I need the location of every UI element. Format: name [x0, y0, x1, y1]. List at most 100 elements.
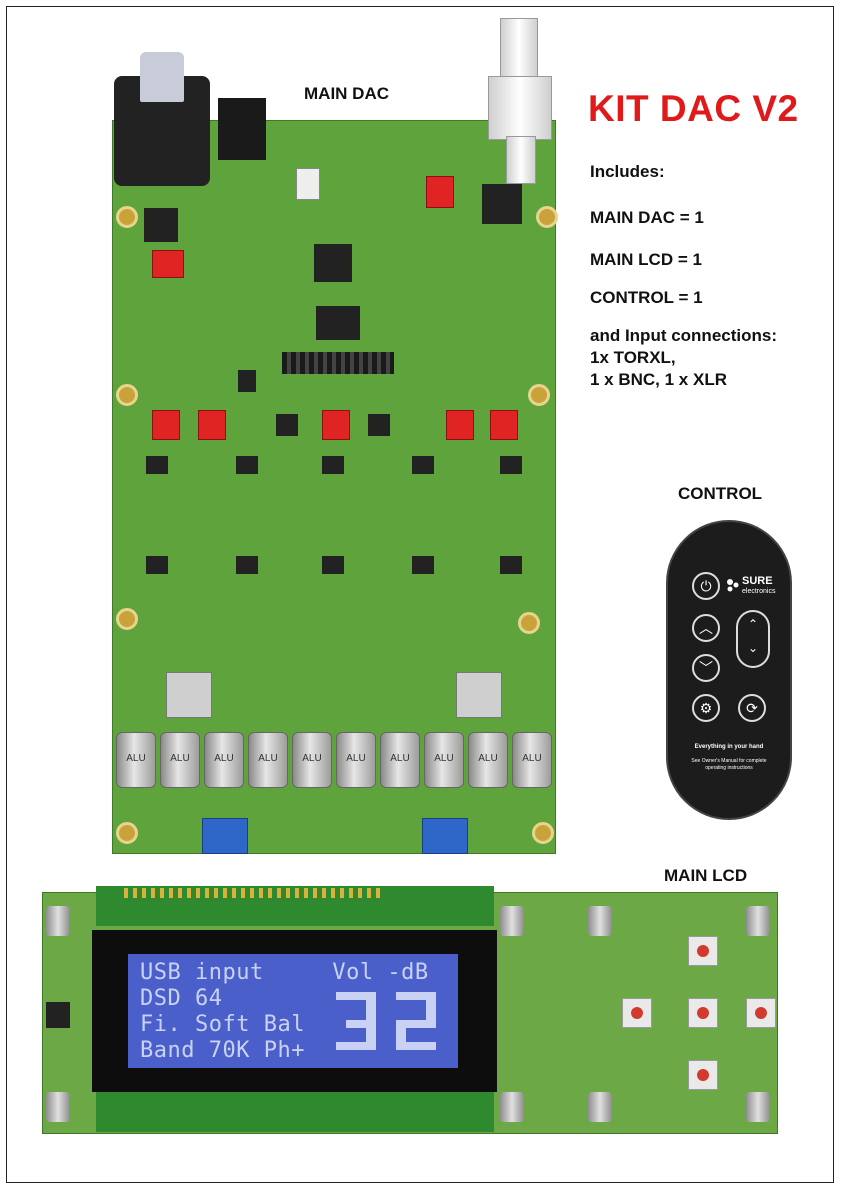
capacitor: ALU — [204, 732, 244, 788]
remote-brand-sub: electronics — [742, 588, 776, 595]
include-item: CONTROL = 1 — [590, 288, 703, 307]
dac-pcb — [112, 120, 556, 854]
dsp-ic — [316, 306, 360, 340]
mount-hole — [116, 822, 138, 844]
include-item: MAIN LCD = 1 — [590, 250, 702, 269]
lcd-line: USB input Vol -dB — [140, 960, 429, 985]
remote-control: ⏻ SURE electronics ︿ ⌃ ⌄ ﹀ ⚙ ⟳ Everythin… — [666, 520, 792, 820]
mount-hole — [528, 384, 550, 406]
standoff — [500, 906, 524, 936]
xlr-latch — [140, 52, 184, 102]
capacitor: ALU — [512, 732, 552, 788]
mount-hole — [518, 612, 540, 634]
standoff — [500, 1092, 524, 1122]
regulator — [412, 556, 434, 574]
mount-hole — [532, 822, 554, 844]
standoff — [588, 906, 612, 936]
lcd-pin-row — [124, 888, 384, 898]
bnc-jack — [500, 18, 538, 80]
standoff — [746, 906, 770, 936]
lcd-big-digit — [396, 992, 444, 1056]
power-regulator — [456, 672, 502, 718]
torx-connector — [218, 98, 266, 160]
mount-hole — [116, 206, 138, 228]
remote-note: See Owner's Manual for complete operatin… — [691, 758, 767, 771]
capacitor: ALU — [248, 732, 288, 788]
push-button-down[interactable] — [688, 1060, 718, 1090]
includes-heading: Includes: — [590, 162, 665, 181]
oscillator — [296, 168, 320, 200]
power-icon: ⏻ — [692, 572, 720, 600]
main-lcd-label: MAIN LCD — [664, 866, 748, 885]
capacitor: ALU — [380, 732, 420, 788]
remote-brand: SURE — [742, 575, 773, 587]
regulator — [322, 556, 344, 574]
capacitor: ALU — [160, 732, 200, 788]
control-label: CONTROL — [678, 484, 763, 503]
red-component — [198, 410, 226, 440]
chevron-down-icon: ﹀ — [692, 654, 720, 682]
regulator — [322, 456, 344, 474]
standoff — [588, 1092, 612, 1122]
regulator — [276, 414, 298, 436]
capacitor: ALU — [336, 732, 376, 788]
regulator — [146, 556, 168, 574]
receiver-ic — [144, 208, 178, 242]
red-component — [490, 410, 518, 440]
connection-item: 1 x BNC, 1 x XLR — [590, 370, 727, 389]
ic — [238, 370, 256, 392]
push-button-up[interactable] — [688, 936, 718, 966]
brand-logo-icon — [726, 578, 740, 592]
standoff — [746, 1092, 770, 1122]
capacitor: ALU — [116, 732, 156, 788]
bnc-body — [488, 76, 552, 140]
terminal-block — [422, 818, 468, 854]
standoff — [46, 1092, 70, 1122]
kit-title: KIT DAC V2 — [588, 88, 799, 129]
regulator — [368, 414, 390, 436]
terminal-block — [202, 818, 248, 854]
mount-hole — [536, 206, 558, 228]
red-component — [426, 176, 454, 208]
chevron-up-icon: ︿ — [692, 614, 720, 642]
regulator — [236, 456, 258, 474]
push-button-right[interactable] — [746, 998, 776, 1028]
lcd-line: DSD 64 — [140, 986, 223, 1011]
standoff — [46, 906, 70, 936]
page-border — [6, 6, 834, 1183]
receiver-ic — [482, 184, 522, 224]
volume-rocker-icon: ⌃ ⌄ — [736, 610, 770, 668]
red-component — [446, 410, 474, 440]
regulator — [412, 456, 434, 474]
lcd-line: Fi. Soft Bal — [140, 1012, 305, 1037]
red-component — [152, 410, 180, 440]
connections-heading: and Input connections: — [590, 326, 777, 345]
mount-hole — [116, 608, 138, 630]
lcd-pcb-bottom — [96, 1092, 494, 1132]
push-button-left[interactable] — [622, 998, 652, 1028]
remote-tagline: Everything in your hand — [694, 744, 764, 750]
regulator — [146, 456, 168, 474]
red-component — [322, 410, 350, 440]
regulator — [500, 456, 522, 474]
capacitor: ALU — [424, 732, 464, 788]
lcd-line: Band 70K Ph+ — [140, 1038, 305, 1063]
lcd-big-digit — [336, 992, 384, 1056]
dac-ic — [314, 244, 352, 282]
ir-receiver — [46, 1002, 70, 1028]
push-button-center[interactable] — [688, 998, 718, 1028]
main-dac-label: MAIN DAC — [304, 84, 389, 103]
include-item: MAIN DAC = 1 — [590, 208, 704, 227]
power-regulator — [166, 672, 212, 718]
regulator — [500, 556, 522, 574]
input-switch-icon: ⟳ — [738, 694, 766, 722]
gear-icon: ⚙ — [692, 694, 720, 722]
connection-item: 1x TORXL, — [590, 348, 676, 367]
mount-hole — [116, 384, 138, 406]
bnc-neck — [506, 136, 536, 184]
red-component — [152, 250, 184, 278]
capacitor: ALU — [292, 732, 332, 788]
pin-header — [282, 352, 394, 374]
regulator — [236, 556, 258, 574]
capacitor: ALU — [468, 732, 508, 788]
